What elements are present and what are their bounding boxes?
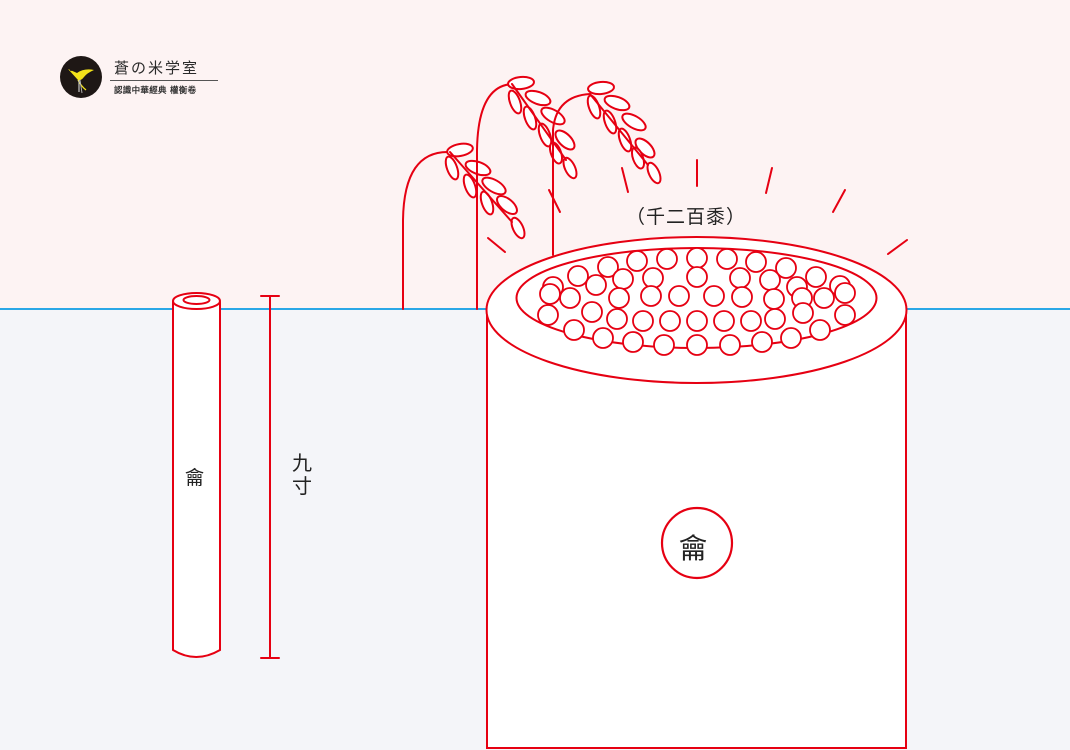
yue-tube: [172, 292, 221, 658]
brand-title: 蒼の米学室: [110, 59, 218, 81]
seal-circle: [660, 506, 734, 580]
rice-stalk-icon: [402, 142, 526, 310]
length-label: 九寸: [292, 451, 312, 498]
brand-subtitle: 認識中華經典 權衡卷: [114, 85, 197, 96]
seal-character: 龠: [679, 532, 708, 565]
brand-logo[interactable]: 蒼の米学室 認識中華經典 權衡卷: [60, 56, 218, 98]
millet-grains: [537, 247, 856, 356]
grain-quantity-label: （千二百黍）: [626, 206, 747, 228]
tube-character: 龠: [185, 467, 205, 489]
radiance-lines-icon: [487, 159, 908, 255]
sky-background: [0, 0, 1070, 309]
length-measure-bar: [260, 295, 280, 659]
rice-stalk-icon: [552, 80, 662, 256]
bird-emblem-icon: [60, 56, 102, 98]
